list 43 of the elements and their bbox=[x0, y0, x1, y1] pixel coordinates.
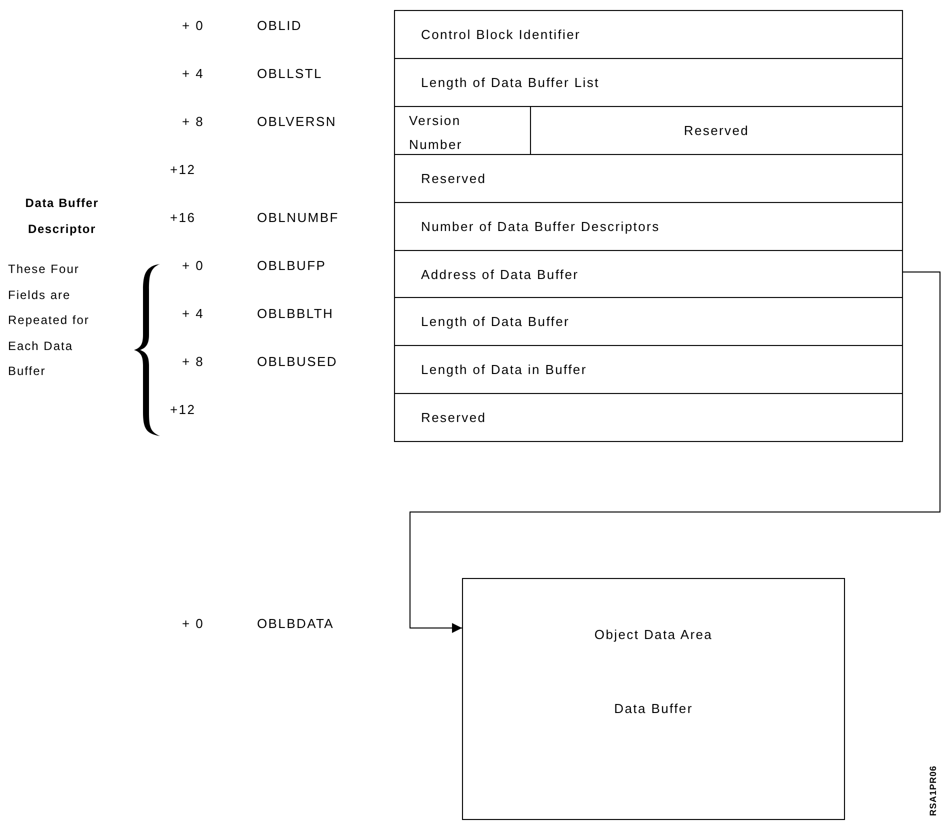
field-row bbox=[394, 58, 903, 107]
box-title: Data Buffer bbox=[613, 701, 694, 716]
field-label: OBLLSTL bbox=[257, 66, 322, 81]
field-name: Number of Data Buffer Descriptors bbox=[421, 219, 660, 234]
field-label: OBLNUMBF bbox=[257, 210, 339, 225]
byte-offset: + 4 bbox=[182, 66, 204, 81]
field-name: Address of Data Buffer bbox=[421, 267, 579, 282]
field-label: OBLVERSN bbox=[257, 114, 336, 129]
field-row bbox=[394, 10, 903, 59]
field-row bbox=[394, 154, 903, 203]
field-name: Length of Data Buffer List bbox=[421, 75, 600, 90]
field-label: OBLBUFP bbox=[257, 258, 326, 273]
byte-offset: +16 bbox=[170, 210, 196, 225]
field-name: Version Number bbox=[409, 112, 464, 154]
box-heading: Object Data Area bbox=[593, 627, 714, 642]
byte-offset: + 4 bbox=[182, 306, 204, 321]
byte-offset: + 0 bbox=[182, 258, 204, 273]
byte-offset: + 8 bbox=[182, 354, 204, 369]
field-name: Length of Data Buffer bbox=[421, 314, 570, 329]
field-label: OBLBDATA bbox=[257, 616, 334, 631]
field-row bbox=[394, 393, 903, 442]
field-label: OBLID bbox=[257, 18, 302, 33]
field-label: OBLBBLTH bbox=[257, 306, 334, 321]
field-row bbox=[394, 202, 903, 251]
data-buffer-box bbox=[462, 578, 845, 820]
descriptor-heading: Data Buffer Descriptor bbox=[24, 195, 100, 238]
figure-id: RSA1PR06 bbox=[928, 765, 939, 816]
byte-offset: +12 bbox=[170, 402, 196, 417]
byte-offset: +12 bbox=[170, 162, 196, 177]
byte-offset: + 0 bbox=[182, 616, 204, 631]
field-name: Length of Data in Buffer bbox=[421, 362, 587, 377]
byte-offset: + 0 bbox=[182, 18, 204, 33]
byte-offset: + 8 bbox=[182, 114, 204, 129]
field-name: Control Block Identifier bbox=[421, 27, 581, 42]
field-row bbox=[394, 297, 903, 346]
field-name: Reserved bbox=[421, 410, 486, 425]
field-name: Reserved bbox=[421, 171, 486, 186]
field-name: Reserved bbox=[682, 123, 750, 138]
field-label: OBLBUSED bbox=[257, 354, 338, 369]
repeat-note: These Four Fields are Repeated for Each Data Buffer bbox=[8, 261, 90, 380]
field-row bbox=[394, 250, 903, 298]
field-row bbox=[394, 345, 903, 394]
connector-arrow bbox=[410, 272, 940, 633]
